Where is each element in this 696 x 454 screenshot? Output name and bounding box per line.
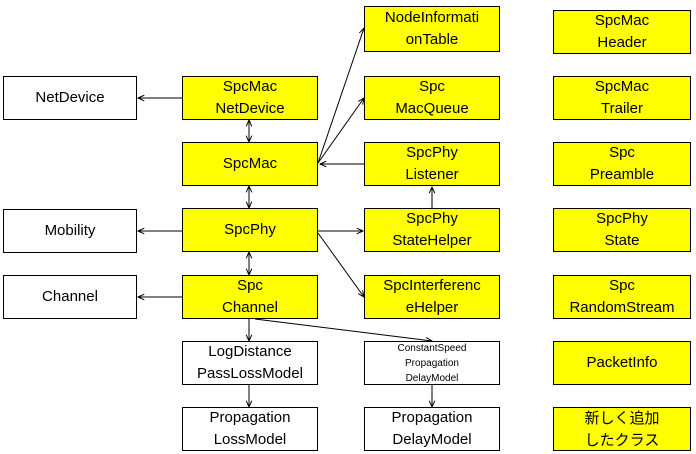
packetinfo-box: PacketInfo bbox=[553, 341, 691, 385]
netdevice-box: NetDevice bbox=[3, 76, 137, 120]
spcphy-box: SpcPhy bbox=[182, 208, 318, 252]
spcphy-state-box: SpcPhy State bbox=[553, 208, 691, 252]
arrow-spcphy-to-spcinterferencehelper bbox=[317, 232, 364, 297]
spc-preamble-box: Spc Preamble bbox=[553, 142, 691, 186]
legend-new-class-box: 新しく追加 したクラス bbox=[553, 407, 691, 451]
channel-box: Channel bbox=[3, 275, 137, 319]
constantspeed-propagation-delaymodel-box: ConstantSpeed Propagation DelayModel bbox=[364, 341, 500, 385]
spcphy-listener-box: SpcPhy Listener bbox=[364, 142, 500, 186]
spc-macqueue-box: Spc MacQueue bbox=[364, 76, 500, 120]
logdistance-passlossmodel-box: LogDistance PassLossModel bbox=[182, 341, 318, 385]
spcmac-trailer-box: SpcMac Trailer bbox=[553, 76, 691, 120]
spc-channel-box: Spc Channel bbox=[182, 275, 318, 319]
spc-interference-helper-box: SpcInterferenc eHelper bbox=[364, 275, 500, 319]
mobility-box: Mobility bbox=[3, 209, 137, 253]
node-information-table-box: NodeInformati onTable bbox=[364, 6, 500, 52]
spcmac-box: SpcMac bbox=[182, 142, 318, 186]
propagation-delaymodel-box: Propagation DelayModel bbox=[364, 407, 500, 451]
spc-randomstream-box: Spc RandomStream bbox=[553, 275, 691, 319]
arrow-spcmac-to-nodeinformationtable bbox=[317, 28, 364, 164]
spcmac-header-box: SpcMac Header bbox=[553, 10, 691, 54]
spcphy-statehelper-box: SpcPhy StateHelper bbox=[364, 208, 500, 252]
arrow-spcmac-to-spcmacqueue bbox=[317, 98, 364, 164]
propagation-lossmodel-box: Propagation LossModel bbox=[182, 407, 318, 451]
spcmac-netdevice-box: SpcMac NetDevice bbox=[182, 76, 318, 120]
arrow-spcchannel-to-constantspeed bbox=[254, 318, 432, 341]
